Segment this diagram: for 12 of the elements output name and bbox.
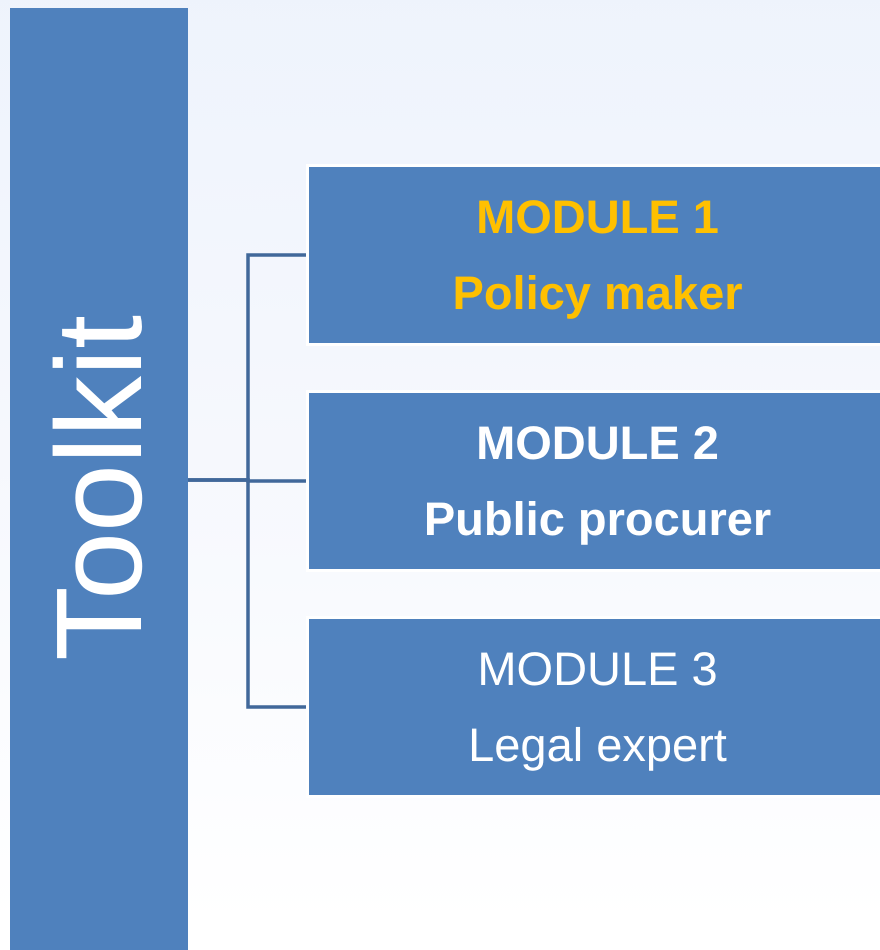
module-role: Public procurer	[424, 493, 772, 545]
module-title: MODULE 2	[476, 417, 719, 469]
connector-line	[188, 478, 306, 709]
module-title: MODULE 3	[477, 643, 718, 695]
module-title: MODULE 1	[476, 191, 719, 243]
module-box	[306, 616, 880, 798]
module-role: Legal expert	[468, 719, 727, 771]
module-role: Policy maker	[452, 267, 742, 319]
module-box	[306, 164, 880, 346]
bar-title: Toolkit	[38, 315, 160, 661]
module-box	[306, 390, 880, 572]
vertical-bar	[10, 8, 188, 950]
